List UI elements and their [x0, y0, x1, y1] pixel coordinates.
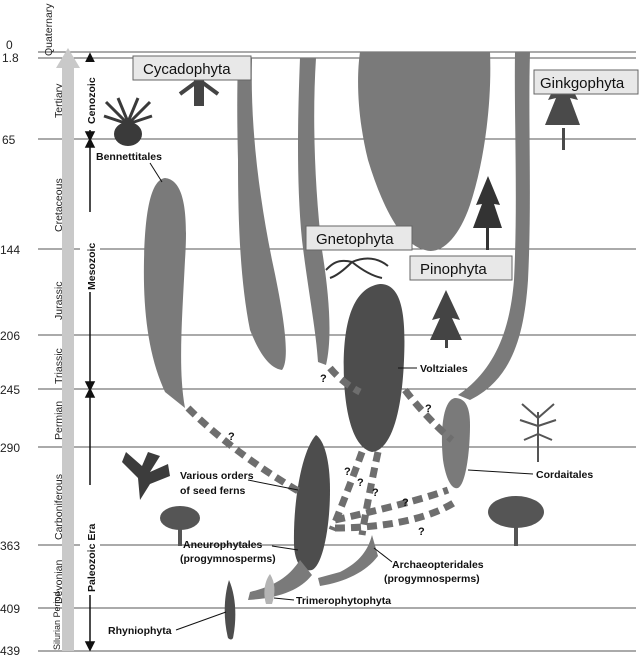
gnetophyta-plant-icon: [326, 259, 388, 278]
tick-409: 409: [0, 602, 20, 616]
seed-ferns-label-line1: Various orders: [180, 470, 254, 482]
tick-290: 290: [0, 441, 20, 455]
period-labels: Quaternary Tertiary Cretaceous Jurassic …: [43, 3, 65, 650]
pinophyta-box: Pinophyta: [410, 256, 512, 280]
tick-65: 65: [2, 133, 16, 147]
voltziales-tree-icon: [430, 290, 462, 348]
seed-fern-plant-icon: [122, 452, 170, 500]
question-mark: ?: [320, 373, 327, 385]
era-paleozoic: Paleozoic Era: [86, 524, 98, 592]
archaeopteridales-label-line2: (progymnosperms): [384, 573, 480, 585]
ginkgophyta-label: Ginkgophyta: [540, 75, 625, 92]
seed-ferns-branch: [294, 435, 330, 570]
pinophyta-top-branch: [358, 52, 490, 251]
archaeopteridales-branch: [318, 535, 378, 586]
pinophyta-label: Pinophyta: [420, 261, 487, 278]
cordaitales-label: Cordaitales: [536, 469, 593, 481]
tick-144: 144: [0, 243, 20, 257]
aneurophytales-label-line2: (progymnosperms): [180, 553, 276, 565]
tick-439: 439: [0, 644, 20, 658]
cycadophyta-branch: [237, 58, 286, 370]
tick-245: 245: [0, 383, 20, 397]
question-mark: ?: [425, 403, 432, 415]
aneurophytales-label-line1: Aneurophytales: [183, 539, 263, 551]
question-mark: ?: [402, 497, 409, 509]
uncertainty-markers: ? ? ? ? ? ? ? ?: [228, 373, 432, 538]
trimerophytophyta-branch: [264, 574, 274, 604]
gnetophyta-box: Gnetophyta: [306, 226, 412, 250]
seed-ferns-label-line2: of seed ferns: [180, 485, 246, 497]
tick-206: 206: [0, 329, 20, 343]
question-mark: ?: [344, 466, 351, 478]
rhyniophyta-branch: [225, 580, 236, 640]
bennettitales-label: Bennettitales: [96, 151, 162, 163]
cycadophyta-box: Cycadophyta: [133, 56, 251, 80]
gnetophyta-branch: [298, 58, 329, 365]
period-quaternary: Quaternary: [43, 3, 55, 56]
rhyniophyta-label: Rhyniophyta: [108, 625, 172, 637]
mya-tick-labels: 0 1.8 65 144 206 245 290 363 409 439: [0, 38, 20, 658]
archaeopteridales-label-line1: Archaeopteridales: [392, 559, 484, 571]
tick-0: 0: [6, 38, 13, 52]
period-silurian: Silurian Period: [52, 591, 62, 650]
question-mark: ?: [372, 487, 379, 499]
question-mark: ?: [357, 477, 364, 489]
conifer-tree-icon: [473, 176, 502, 250]
tick-1-8: 1.8: [2, 51, 19, 65]
question-mark: ?: [418, 526, 425, 538]
voltziales-label: Voltziales: [420, 363, 468, 375]
ginkgophyta-box: Ginkgophyta: [534, 70, 638, 94]
era-mesozoic: Mesozoic: [86, 243, 98, 290]
cycadophyta-label: Cycadophyta: [143, 61, 231, 78]
era-cenozoic: Cenozoic: [86, 77, 98, 124]
question-mark: ?: [228, 431, 235, 443]
lineage-shapes: [144, 52, 530, 640]
cordaitales-branch: [442, 398, 470, 488]
archaeopteris-tree-icon: [488, 496, 544, 546]
bennettitales-branch: [144, 178, 186, 408]
cordaitales-tree-icon: [520, 404, 556, 462]
trimerophytophyta-label: Trimerophytophyta: [296, 595, 391, 607]
voltziales-branch: [344, 284, 405, 452]
gnetophyta-label: Gnetophyta: [316, 231, 394, 248]
tick-363: 363: [0, 539, 20, 553]
aneurophytales-branch: [248, 560, 312, 600]
